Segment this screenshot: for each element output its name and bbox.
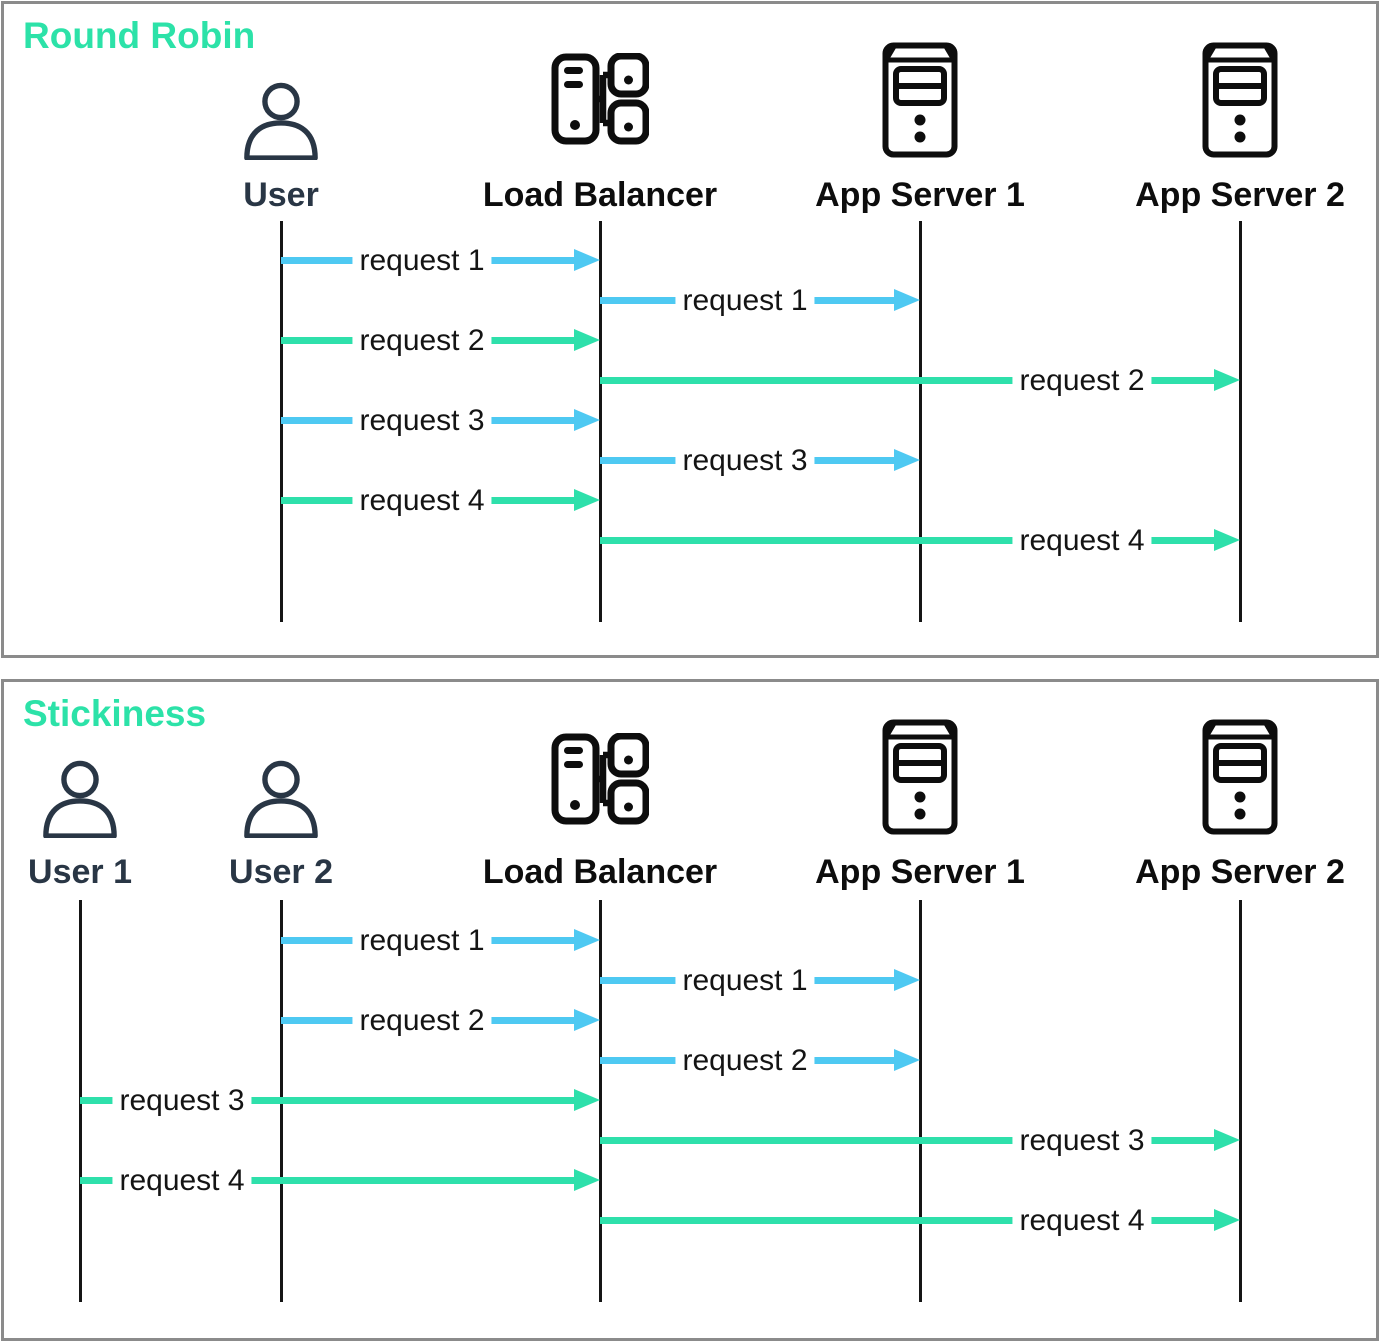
actor-label-load-balancer: Load Balancer (482, 853, 718, 891)
arrow-head (574, 249, 600, 271)
message-label: request 3 (352, 404, 492, 438)
message-label: request 1 (675, 964, 815, 998)
arrow-head (574, 929, 600, 951)
actor-label-user-1: User 1 (28, 853, 132, 891)
message-label: request 2 (1012, 364, 1152, 398)
panel-title: Round Robin (23, 15, 256, 56)
message-arrow-line (600, 536, 1218, 544)
arrow-head (574, 329, 600, 351)
message-label: request 4 (352, 484, 492, 518)
server-icon (882, 719, 958, 835)
message-label: request 2 (352, 324, 492, 358)
lifeline-load-balancer (598, 900, 602, 1302)
message-label: request 3 (1012, 1124, 1152, 1158)
arrow-head (894, 289, 920, 311)
actor-label-user-2: User 2 (229, 853, 333, 891)
server-icon (882, 42, 958, 158)
message-label: request 1 (675, 284, 815, 318)
arrow-head (1214, 369, 1240, 391)
load-balancer-icon (551, 52, 650, 145)
server-icon (1202, 719, 1278, 835)
message-label: request 3 (675, 444, 815, 478)
arrow-head (1214, 1209, 1240, 1231)
message-label: request 2 (352, 1004, 492, 1038)
actor-label-load-balancer: Load Balancer (482, 176, 718, 214)
arrow-head (1214, 1129, 1240, 1151)
panel-round-robin: Round Robin (1, 1, 1379, 658)
actor-label-app-server-1: App Server 1 (815, 176, 1025, 214)
actor-label-user: User (243, 176, 319, 214)
arrow-head (574, 1089, 600, 1111)
load-balancer-icon (551, 732, 650, 825)
user-icon (242, 760, 320, 839)
message-arrow-line (600, 376, 1218, 384)
arrow-head (894, 449, 920, 471)
arrow-head (574, 409, 600, 431)
message-label: request 4 (1012, 524, 1152, 558)
arrow-head (894, 1049, 920, 1071)
message-label: request 3 (112, 1084, 252, 1118)
lifeline-load-balancer (598, 221, 602, 622)
message-label: request 4 (1012, 1204, 1152, 1238)
message-arrow-line (600, 1136, 1218, 1144)
panel-stickiness: Stickiness (1, 679, 1379, 1341)
lifeline-app-server-1 (918, 221, 922, 622)
actor-label-app-server-2: App Server 2 (1135, 853, 1345, 891)
arrow-head (894, 969, 920, 991)
message-label: request 2 (675, 1044, 815, 1078)
user-icon (41, 760, 119, 839)
actor-label-app-server-1: App Server 1 (815, 853, 1025, 891)
message-label: request 4 (112, 1164, 252, 1198)
message-arrow-line (600, 1216, 1218, 1224)
arrow-head (574, 1169, 600, 1191)
user-icon (242, 82, 320, 161)
arrow-head (574, 489, 600, 511)
message-arrow-line (80, 1176, 578, 1184)
panel-title: Stickiness (23, 693, 207, 734)
lifeline-app-server-1 (918, 900, 922, 1302)
server-icon (1202, 42, 1278, 158)
lifeline-app-server-2 (1238, 900, 1242, 1302)
actor-label-app-server-2: App Server 2 (1135, 176, 1345, 214)
message-label: request 1 (352, 244, 492, 278)
arrow-head (574, 1009, 600, 1031)
lifeline-app-server-2 (1238, 221, 1242, 622)
message-arrow-line (80, 1096, 578, 1104)
message-label: request 1 (352, 924, 492, 958)
arrow-head (1214, 529, 1240, 551)
